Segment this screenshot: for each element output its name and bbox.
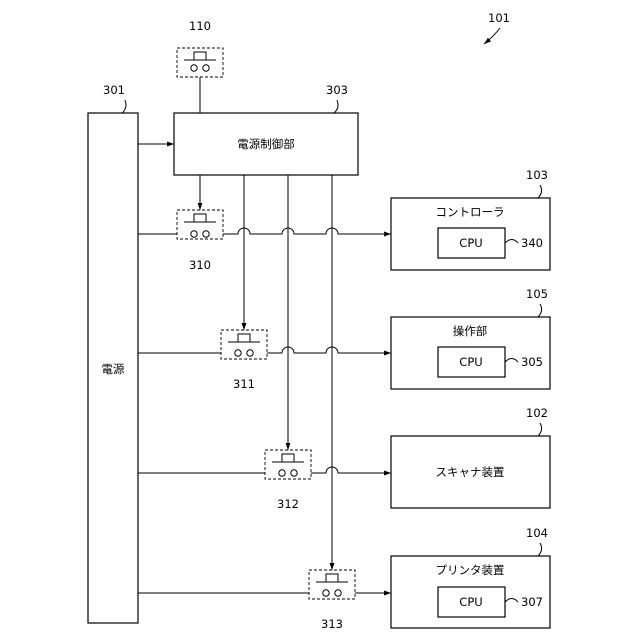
controller-cpu-ref: 340	[521, 236, 543, 250]
switch-313-ref: 313	[321, 617, 343, 631]
switch-310-ref: 310	[189, 258, 211, 272]
operation-unit-cpu-label: CPU	[459, 355, 482, 369]
operation-unit-cpu-ref: 305	[521, 355, 543, 369]
printer-cpu-label: CPU	[459, 595, 482, 609]
operation-unit-ref: 105	[526, 287, 548, 301]
printer-ref: 104	[526, 526, 548, 540]
switch-313	[309, 570, 355, 599]
operation-unit-label: 操作部	[453, 324, 488, 338]
supply-line-controller	[138, 228, 391, 234]
controller-leader	[538, 185, 542, 198]
power-supply-leader	[122, 100, 126, 113]
figure-pointer-arrow	[484, 28, 500, 44]
scanner-ref: 102	[526, 406, 548, 420]
main-switch	[177, 48, 223, 77]
power-supply-ref: 301	[103, 83, 125, 97]
printer-cpu-ref: 307	[521, 595, 543, 609]
printer-leader	[538, 543, 542, 556]
switch-311-ref: 311	[233, 377, 255, 391]
switch-312	[265, 450, 311, 479]
operation-unit-leader	[538, 304, 542, 317]
printer-label: プリンタ装置	[436, 563, 505, 577]
power-controller-ref: 303	[326, 83, 348, 97]
power-supply-label: 電源	[102, 362, 125, 376]
figure-number: 101	[488, 11, 510, 25]
switch-311	[221, 330, 267, 359]
main-switch-ref: 110	[189, 19, 211, 33]
controller-label: コントローラ	[436, 205, 505, 219]
switch-310	[177, 210, 223, 239]
supply-line-scanner	[138, 467, 391, 473]
switch-312-ref: 312	[277, 497, 299, 511]
scanner-label: スキャナ装置	[436, 465, 505, 479]
controller-ref: 103	[526, 168, 548, 182]
controller-cpu-label: CPU	[459, 236, 482, 250]
power-controller-label: 電源制御部	[237, 137, 295, 151]
power-controller-leader	[334, 100, 338, 113]
scanner-leader	[538, 423, 542, 436]
